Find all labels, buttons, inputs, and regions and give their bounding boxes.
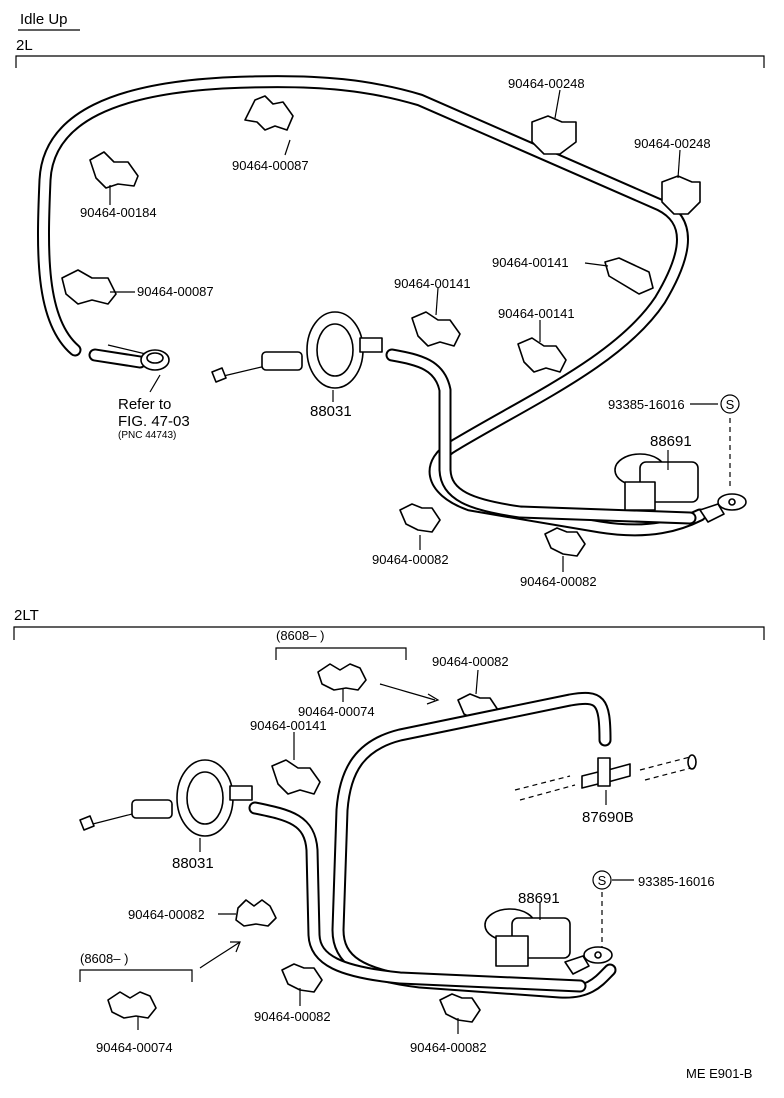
refer-line-1: Refer to [118,396,171,413]
label-93385-16016-top: 93385-16016 [608,397,685,412]
label-90464-00082-a: 90464-00082 [372,552,449,567]
label-90464-00141-b: 90464-00141 [394,276,471,291]
section-bracket-2lt [13,626,765,640]
vacuum-booster-icon-bottom [79,759,253,837]
label-90464-00082-b: 90464-00082 [520,574,597,589]
label-88691-bottom: 88691 [518,890,560,907]
section-label-2l: 2L [16,37,33,54]
section-label-2lt: 2LT [14,607,39,624]
clip-icon-00248b [661,175,701,215]
date-range-1: (8608– ) [276,628,324,643]
diagram-title: Idle Up [20,11,68,28]
hose-bottom-loop [331,691,617,999]
label-90464-00141-d: 90464-00141 [250,718,327,733]
clip-icon-00087a [244,95,294,131]
section-bracket-2l [15,55,765,68]
hose-bottom-booster [248,801,587,993]
label-90464-00248-b: 90464-00248 [634,136,711,151]
footer-code: ME E901-B [686,1066,752,1081]
clip-icon-00141b [411,311,461,347]
refer-line-3: (PNC 44743) [118,430,176,441]
s-symbol-top: S [726,397,735,412]
tee-fitting-icon [514,754,697,801]
label-90464-00082-c: 90464-00082 [432,654,509,669]
clip-icon-00087b [61,269,117,305]
label-93385-16016-bottom: 93385-16016 [638,874,715,889]
label-90464-00141-c: 90464-00141 [498,306,575,321]
clip-icon-00082e [281,963,323,993]
label-90464-00141-a: 90464-00141 [492,255,569,270]
clip-icon-00184 [89,151,139,189]
s-symbol-circle-top [720,394,740,414]
hose-top-loop [37,75,707,537]
label-90464-00074-b: 90464-00074 [96,1040,173,1055]
clip-icon-00082a [399,503,441,533]
date-bracket-1 [275,647,407,660]
refer-line-2: FIG. 47-03 [118,413,190,430]
arrow-date-1 [379,683,436,701]
arrow-date-2 [199,941,241,969]
label-90464-00087-a: 90464-00087 [232,158,309,173]
label-90464-00074-a: 90464-00074 [298,704,375,719]
label-90464-00248-a: 90464-00248 [508,76,585,91]
clip-icon-00141a [604,257,654,295]
label-90464-00082-e: 90464-00082 [254,1009,331,1024]
clip-icon-00082f [439,993,481,1023]
date-bracket-2 [79,969,193,982]
clip-icon-00074a [317,663,367,691]
vsv-valve-icon-top [614,453,747,523]
hose-end-icon [88,344,170,371]
label-90464-00087-b: 90464-00087 [137,284,214,299]
clip-icon-00082d [235,899,277,927]
vsv-valve-icon-bottom [484,908,613,975]
label-88031-bottom: 88031 [172,855,214,872]
label-87690b: 87690B [582,809,634,826]
clip-icon-00248a [531,115,577,155]
label-90464-00082-d: 90464-00082 [128,907,205,922]
clip-icon-00074b [107,991,157,1019]
label-88031-top: 88031 [310,403,352,420]
s-symbol-bottom: S [598,873,607,888]
s-symbol-circle-bottom [592,870,612,890]
vacuum-booster-icon-top [211,311,383,389]
hose-top-booster [385,348,697,525]
clip-icon-00082b [544,527,586,557]
label-88691-top: 88691 [650,433,692,450]
clip-icon-00141d [271,759,321,795]
clip-icon-00141c [517,337,567,373]
label-90464-00184: 90464-00184 [80,205,157,220]
date-range-2: (8608– ) [80,951,128,966]
label-90464-00082-f: 90464-00082 [410,1040,487,1055]
